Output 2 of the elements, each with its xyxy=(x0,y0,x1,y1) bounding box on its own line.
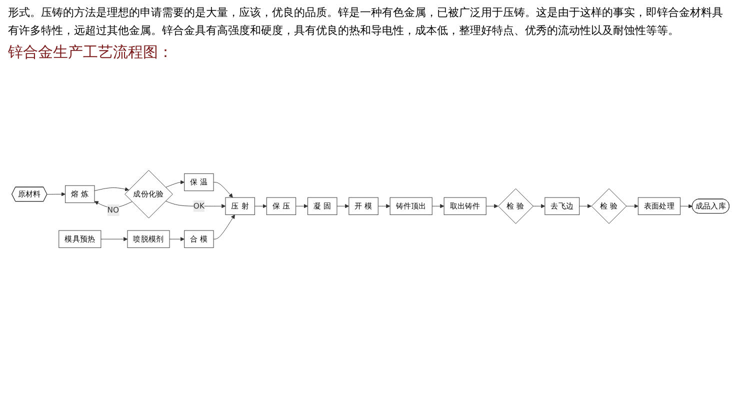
diagram-title: 锌合金生产工艺流程图： xyxy=(8,43,174,62)
paragraph-text: 形式。压铸的方法是理想的申请需要的是大量，应该，优良的品质。锌是一种有色金属，已被广泛用于压铸。这是由于这样的事实，即锌合金材料具有许多特性，远超过其他金属。锌合金具有高强度和硬度，具有优良的热和导电性，成本低，整理好特点、优秀的流动性以及耐蚀性等等。 xyxy=(8,5,724,39)
